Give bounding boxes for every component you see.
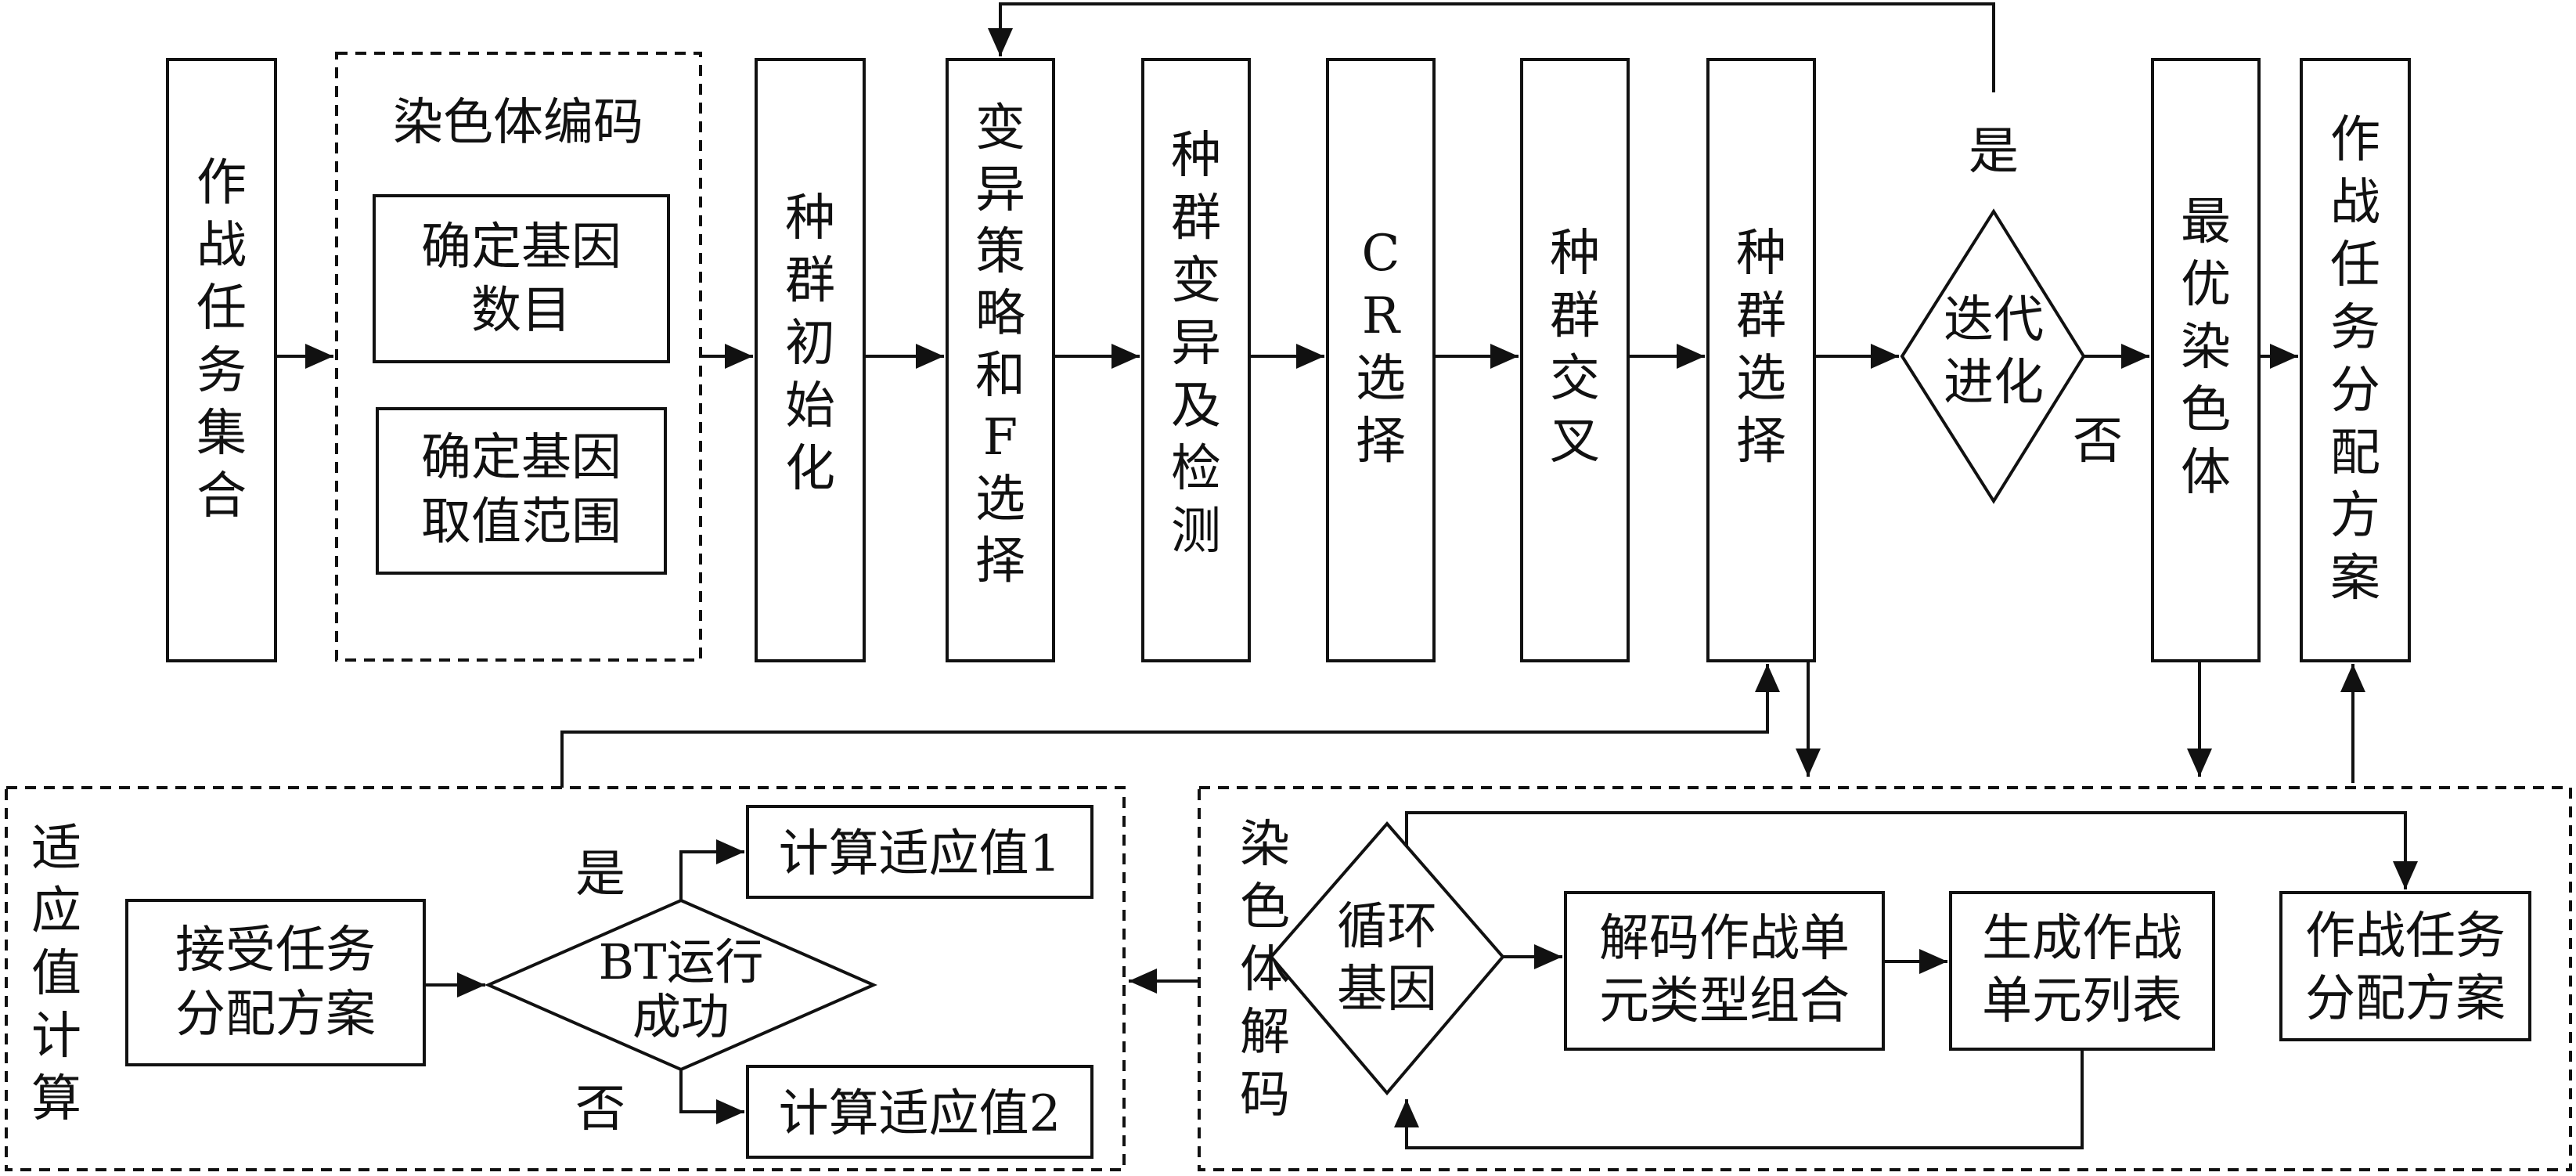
chromosome-encoding-group: 染色体编码 确定基因 数目 确定基因 取值范围 <box>335 52 702 662</box>
fitness2-label: 计算适应值2 <box>779 1085 1061 1143</box>
arrow-list-loop-back <box>1394 1049 2084 1149</box>
population-init-label: 种群初始化 <box>785 189 835 498</box>
population-select-label: 种群选择 <box>1736 225 1786 471</box>
accept-plan-line1: 接受任务 <box>175 922 376 979</box>
iteration-no-label: 否 <box>2073 413 2123 471</box>
crossover-box: 种群交叉 <box>1520 58 1630 662</box>
row-connectors <box>560 661 2365 994</box>
gene-range-line1: 确定基因 <box>421 429 621 487</box>
accept-plan-line2: 分配方案 <box>175 986 376 1044</box>
arrow-yes-feedback <box>988 2 1995 92</box>
fitness-panel: 适应值计算 接受任务 分配方案 BT运行 成功 计算适应值1 计算适应值2 是 … <box>5 786 1126 1171</box>
gen-list-line1: 生成作战 <box>1982 910 2182 968</box>
bt-run-line1: BT运行 <box>599 933 764 990</box>
iteration-line2: 进化 <box>1944 354 2044 412</box>
task-set-label: 作战任务集合 <box>196 154 247 525</box>
allocation-plan-label: 作战任务分配方案 <box>2330 111 2380 608</box>
top-row-arrows <box>276 2 2298 369</box>
arrow-loop-exit-to-plan <box>1405 811 2418 889</box>
arrow-fitness-to-select <box>560 664 1780 788</box>
allocation-plan-box: 作战任务分配方案 <box>2300 58 2411 662</box>
decode-combo-line1: 解码作战单 <box>1599 910 1850 968</box>
gene-count-line1: 确定基因 <box>421 218 621 276</box>
decode-panel: 染色体解码 循环 基因 解码作战单 元类型组合 生成作战 单元列表 作战任务 分… <box>1198 786 2572 1171</box>
arrow-bt-no <box>679 1070 744 1124</box>
task-set-box: 作战任务集合 <box>166 58 277 662</box>
iteration-line1: 迭代 <box>1944 291 2044 349</box>
population-select-box: 种群选择 <box>1706 58 1816 662</box>
bt-no-label: 否 <box>575 1080 625 1138</box>
best-chromosome-label: 最优染色体 <box>2181 193 2231 502</box>
crossover-label: 种群交叉 <box>1550 225 1600 471</box>
loop-gene-line2: 基因 <box>1337 961 1437 1019</box>
bt-yes-label: 是 <box>575 846 625 904</box>
mutation-detect-box: 种群变异及检测 <box>1141 58 1251 662</box>
iteration-yes-label: 是 <box>1969 123 2019 181</box>
gene-range-line2: 取值范围 <box>421 493 621 551</box>
fitness-panel-title: 适应值计算 <box>31 820 81 1128</box>
decode-plan-line2: 分配方案 <box>2305 970 2506 1028</box>
fitness1-label: 计算适应值1 <box>779 825 1061 883</box>
loop-gene-decision <box>1269 821 1505 1096</box>
chromosome-encoding-title: 染色体编码 <box>393 94 643 152</box>
population-init-box: 种群初始化 <box>755 58 866 662</box>
gene-count-line2: 数目 <box>471 282 571 340</box>
decode-combo-line2: 元类型组合 <box>1599 972 1850 1030</box>
gen-list-line2: 单元列表 <box>1982 972 2182 1030</box>
best-chromosome-box: 最优染色体 <box>2151 58 2261 662</box>
mutation-detect-label: 种群变异及检测 <box>1171 127 1221 561</box>
arrow-bt-yes <box>679 839 744 900</box>
decode-plan-line1: 作战任务 <box>2305 907 2506 965</box>
bt-run-line2: 成功 <box>632 988 730 1045</box>
iteration-decision: 迭代 进化 <box>1900 208 2086 504</box>
loop-gene-line1: 循环 <box>1337 898 1437 956</box>
